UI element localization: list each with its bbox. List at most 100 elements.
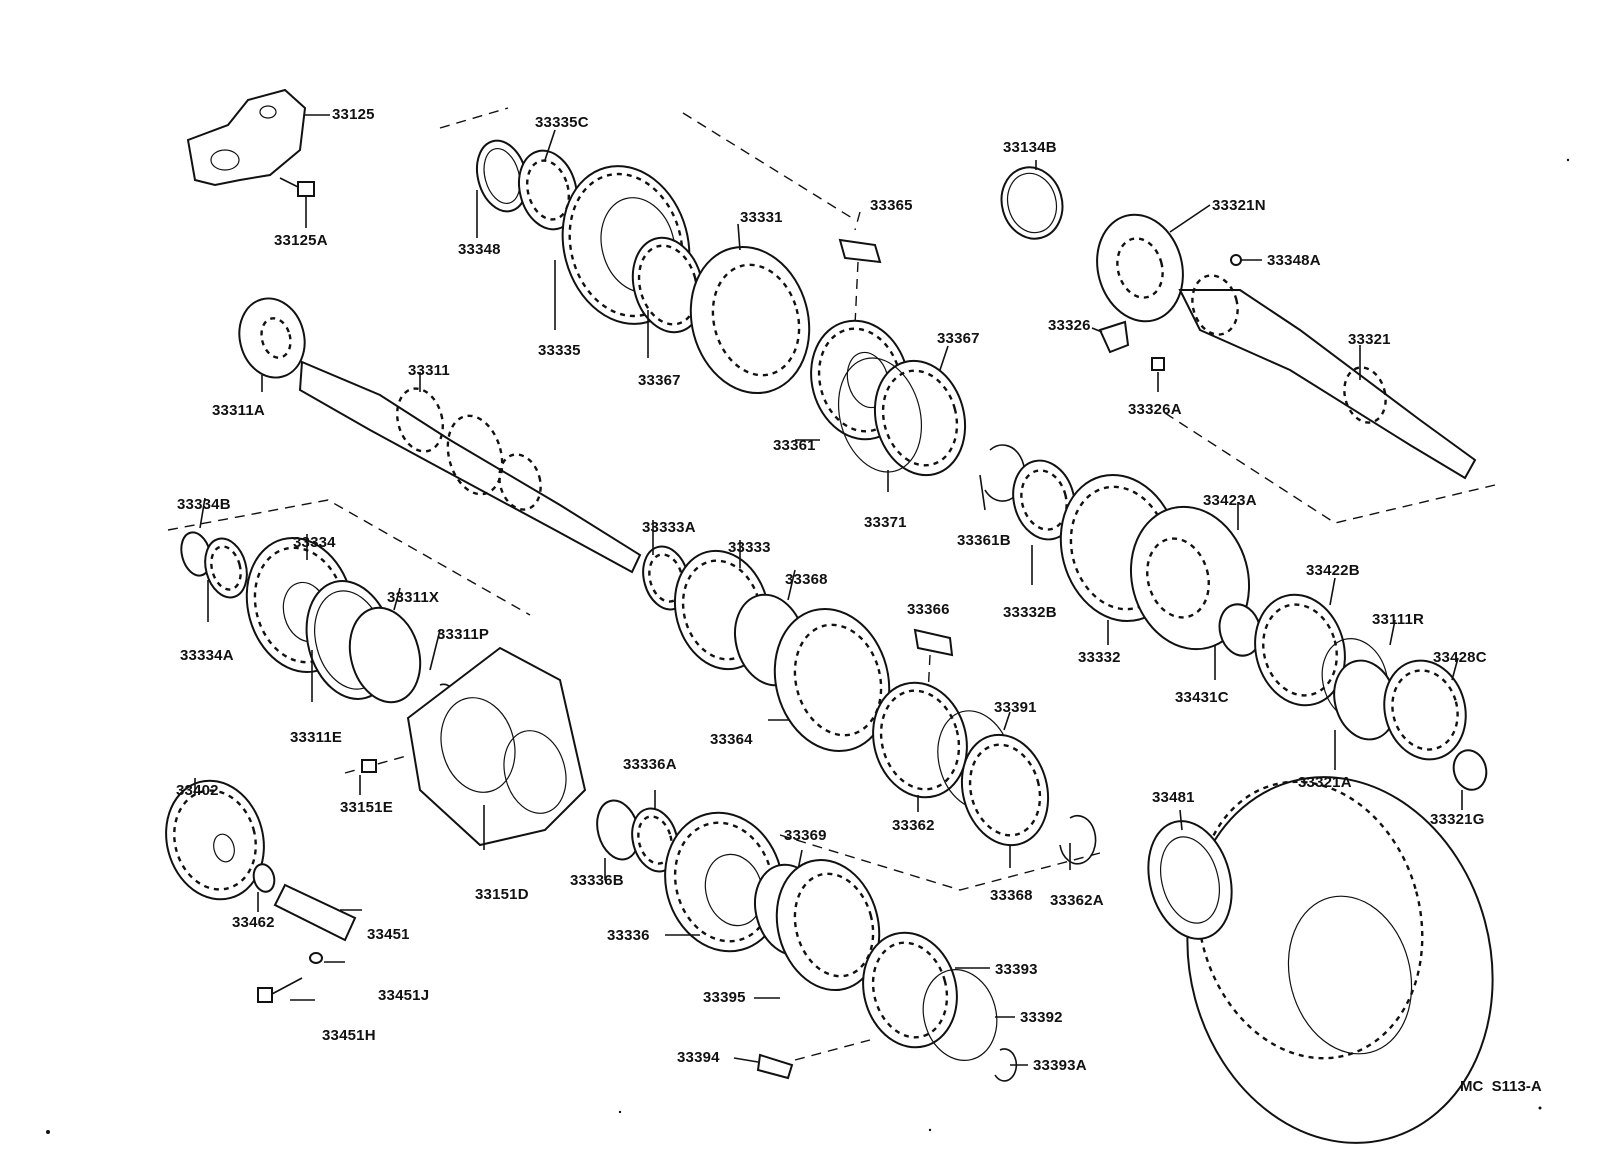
- part-33321G-collar: [1452, 749, 1488, 810]
- part-33462-ring: [252, 863, 276, 912]
- part-33393A-snapring: [994, 1048, 1028, 1082]
- part-33151D-plate: [406, 646, 587, 850]
- part-33326-plate: [1091, 320, 1130, 354]
- part-33428C-gear: [1383, 657, 1467, 761]
- label-33394: 33394: [677, 1049, 720, 1066]
- part-33392-spring: [922, 969, 1015, 1061]
- part-33366-key: [913, 628, 954, 696]
- label-33393A: 33393A: [1033, 1057, 1087, 1074]
- label-33393: 33393: [995, 961, 1038, 978]
- label-33151D: 33151D: [475, 886, 529, 903]
- label-33332B: 33332B: [1003, 604, 1057, 621]
- label-33336: 33336: [607, 927, 650, 944]
- label-33362A: 33362A: [1050, 892, 1104, 909]
- label-33423A: 33423A: [1203, 492, 1257, 509]
- part-33362-hub: [872, 681, 968, 812]
- label-33336A: 33336A: [623, 756, 677, 773]
- part-33125A-bolt: [279, 177, 315, 228]
- label-33367-lower: 33367: [937, 330, 980, 347]
- part-33481-differential-gear: [1147, 776, 1494, 1144]
- label-33451H: 33451H: [322, 1027, 376, 1044]
- label-33451: 33451: [367, 926, 410, 943]
- label-33348: 33348: [458, 241, 501, 258]
- part-33451J-ring: [309, 952, 345, 964]
- label-33335: 33335: [538, 342, 581, 359]
- label-33348A: 33348A: [1267, 252, 1321, 269]
- part-33332B-bearing: [1012, 459, 1076, 585]
- label-33321G: 33321G: [1430, 811, 1485, 828]
- label-33311X: 33311X: [387, 589, 440, 606]
- label-33334: 33334: [293, 534, 336, 551]
- label-33451J: 33451J: [378, 987, 430, 1004]
- label-33321N: 33321N: [1212, 197, 1266, 214]
- part-33334A-bearing: [204, 537, 248, 622]
- label-33332: 33332: [1078, 649, 1121, 666]
- part-33311X-synchro: [348, 587, 422, 704]
- part-33431C-collar: [1214, 603, 1262, 680]
- part-33134B-washer: [1000, 160, 1064, 240]
- label-33334B: 33334B: [177, 496, 231, 513]
- part-33365-key: [838, 211, 882, 326]
- label-33361B: 33361B: [957, 532, 1011, 549]
- diagram-reference-code: MC S113-A: [1460, 1078, 1542, 1095]
- part-33362A-snapring: [1059, 815, 1097, 870]
- part-33371-spring: [837, 357, 923, 492]
- label-33391: 33391: [994, 699, 1037, 716]
- label-33333A: 33333A: [642, 519, 696, 536]
- scan-specks: [46, 158, 1570, 1134]
- part-33336A-bearing: [631, 790, 679, 873]
- part-33311A-bearing: [238, 297, 306, 392]
- part-33451-shaft: [273, 883, 362, 942]
- label-33368-upper: 33368: [785, 571, 828, 588]
- label-33336B: 33336B: [570, 872, 624, 889]
- label-33326: 33326: [1048, 317, 1091, 334]
- label-33366: 33366: [907, 601, 950, 618]
- label-33331: 33331: [740, 209, 783, 226]
- label-33311A: 33311A: [212, 402, 265, 419]
- label-33365: 33365: [870, 197, 913, 214]
- part-33326A-bolt: [1151, 357, 1165, 392]
- part-33348-ring: [476, 139, 528, 238]
- label-33368-lower: 33368: [990, 887, 1033, 904]
- label-33367-upper: 33367: [638, 372, 681, 389]
- label-33326A: 33326A: [1128, 401, 1182, 418]
- part-33368-ring-lower: [960, 733, 1050, 868]
- label-33333: 33333: [728, 539, 771, 556]
- part-33348A-ball: [1230, 254, 1262, 266]
- label-33481: 33481: [1152, 789, 1195, 806]
- label-33462: 33462: [232, 914, 275, 931]
- label-33311: 33311: [408, 362, 450, 379]
- label-33422B: 33422B: [1306, 562, 1360, 579]
- part-33311-shaft: [298, 360, 642, 574]
- part-33364-sleeve: [768, 607, 891, 753]
- part-33367-ring-lower: [873, 345, 967, 477]
- part-33395-sleeve: [754, 858, 881, 999]
- label-33125: 33125: [332, 106, 375, 123]
- label-33321: 33321: [1348, 331, 1391, 348]
- part-33125-bracket: [186, 88, 330, 187]
- part-33331-sleeve: [689, 223, 811, 395]
- label-33361: 33361: [773, 437, 816, 454]
- part-33321-shaft: [1178, 274, 1477, 480]
- label-33395: 33395: [703, 989, 746, 1006]
- label-33334A: 33334A: [180, 647, 234, 664]
- label-33369: 33369: [784, 827, 827, 844]
- label-33431C: 33431C: [1175, 689, 1229, 706]
- label-33364: 33364: [710, 731, 753, 748]
- part-33402-gear: [165, 778, 265, 901]
- part-33393-hub: [862, 931, 990, 1049]
- label-33321A: 33321A: [1298, 774, 1352, 791]
- part-33423A-gear: [1129, 502, 1251, 651]
- part-33394-key: [733, 1039, 871, 1080]
- label-33402: 33402: [176, 782, 219, 799]
- label-33335C: 33335C: [535, 114, 589, 131]
- part-33451H-bolt: [257, 977, 315, 1003]
- label-33371: 33371: [864, 514, 907, 531]
- label-33111R: 33111R: [1372, 611, 1425, 628]
- label-33392: 33392: [1020, 1009, 1063, 1026]
- label-33151E: 33151E: [340, 799, 393, 816]
- dashed-group-outlines: [167, 107, 1496, 891]
- label-33428C: 33428C: [1433, 649, 1487, 666]
- part-33335C-bearing: [518, 129, 578, 231]
